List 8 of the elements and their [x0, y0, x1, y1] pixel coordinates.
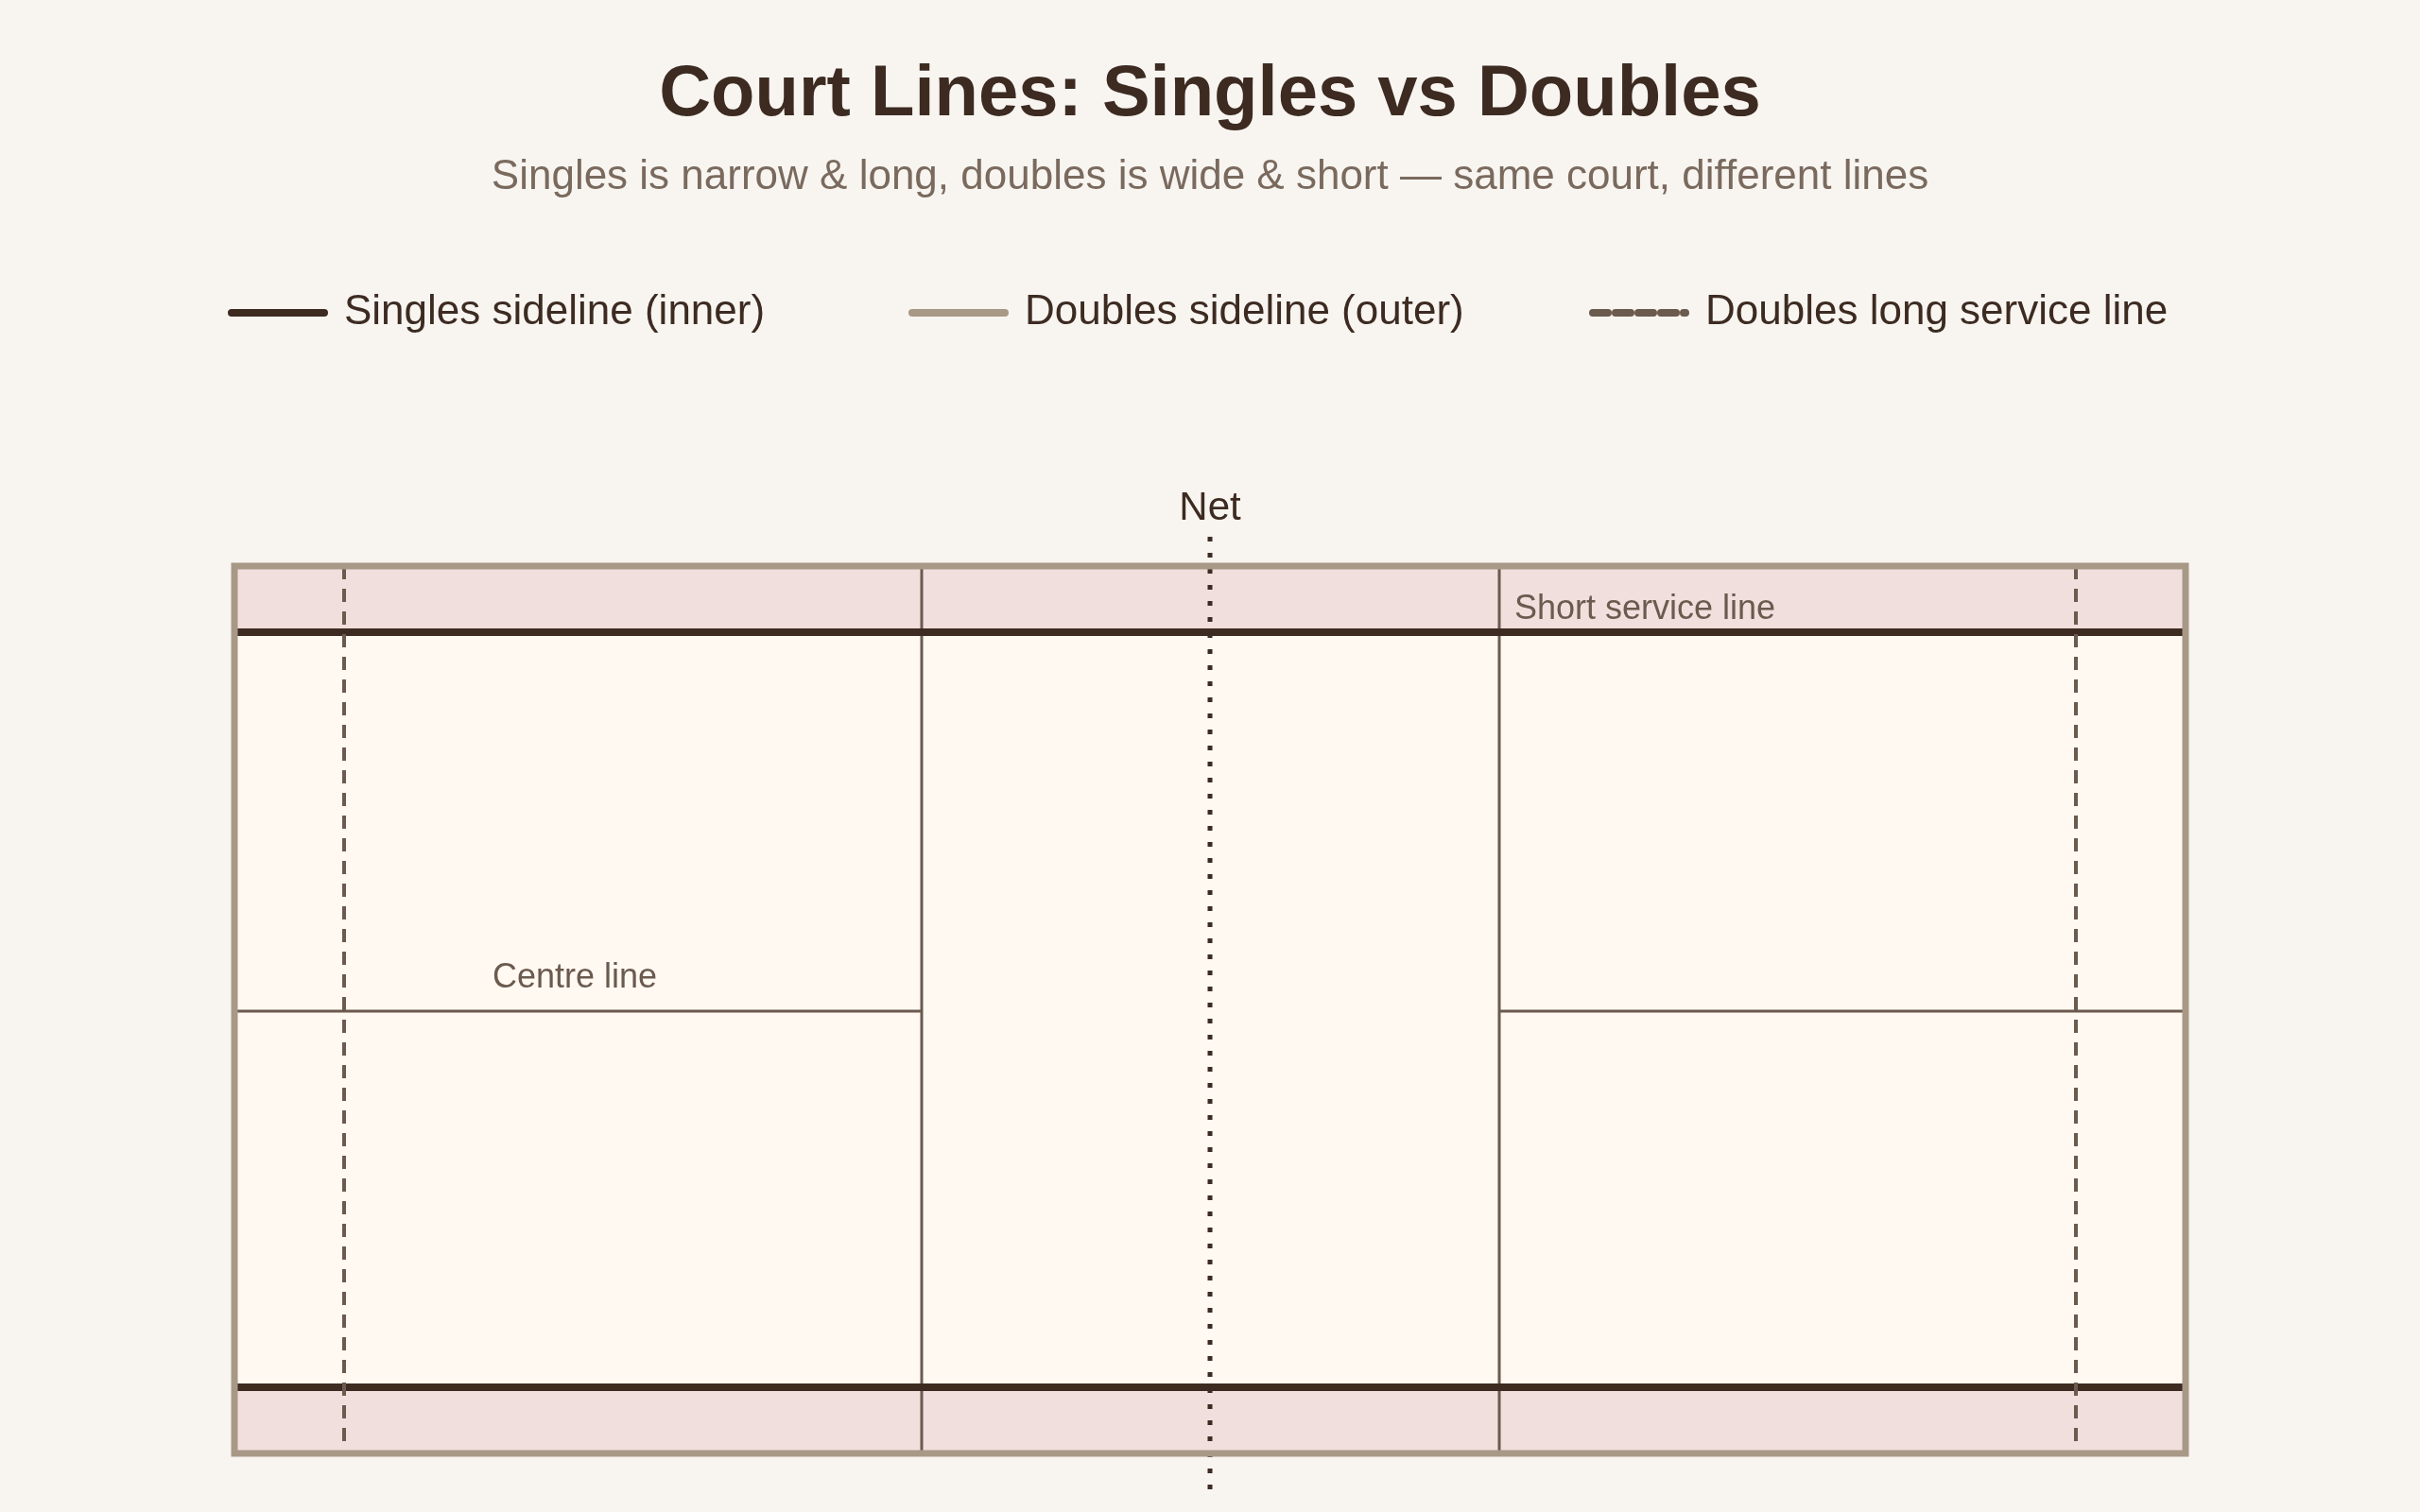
legend-label: Doubles long service line — [1705, 286, 2169, 334]
line-label: Centre line — [493, 956, 658, 996]
title: Court Lines: Singles vs Doubles — [659, 49, 1761, 131]
legend-label: Singles sideline (inner) — [344, 286, 766, 334]
net-label: Net — [1179, 484, 1241, 529]
subtitle: Singles is narrow & long, doubles is wide & short — same court, different lines — [491, 151, 1929, 198]
line-label: Short service line — [1514, 588, 1776, 627]
legend-label: Doubles sideline (outer) — [1025, 286, 1464, 334]
